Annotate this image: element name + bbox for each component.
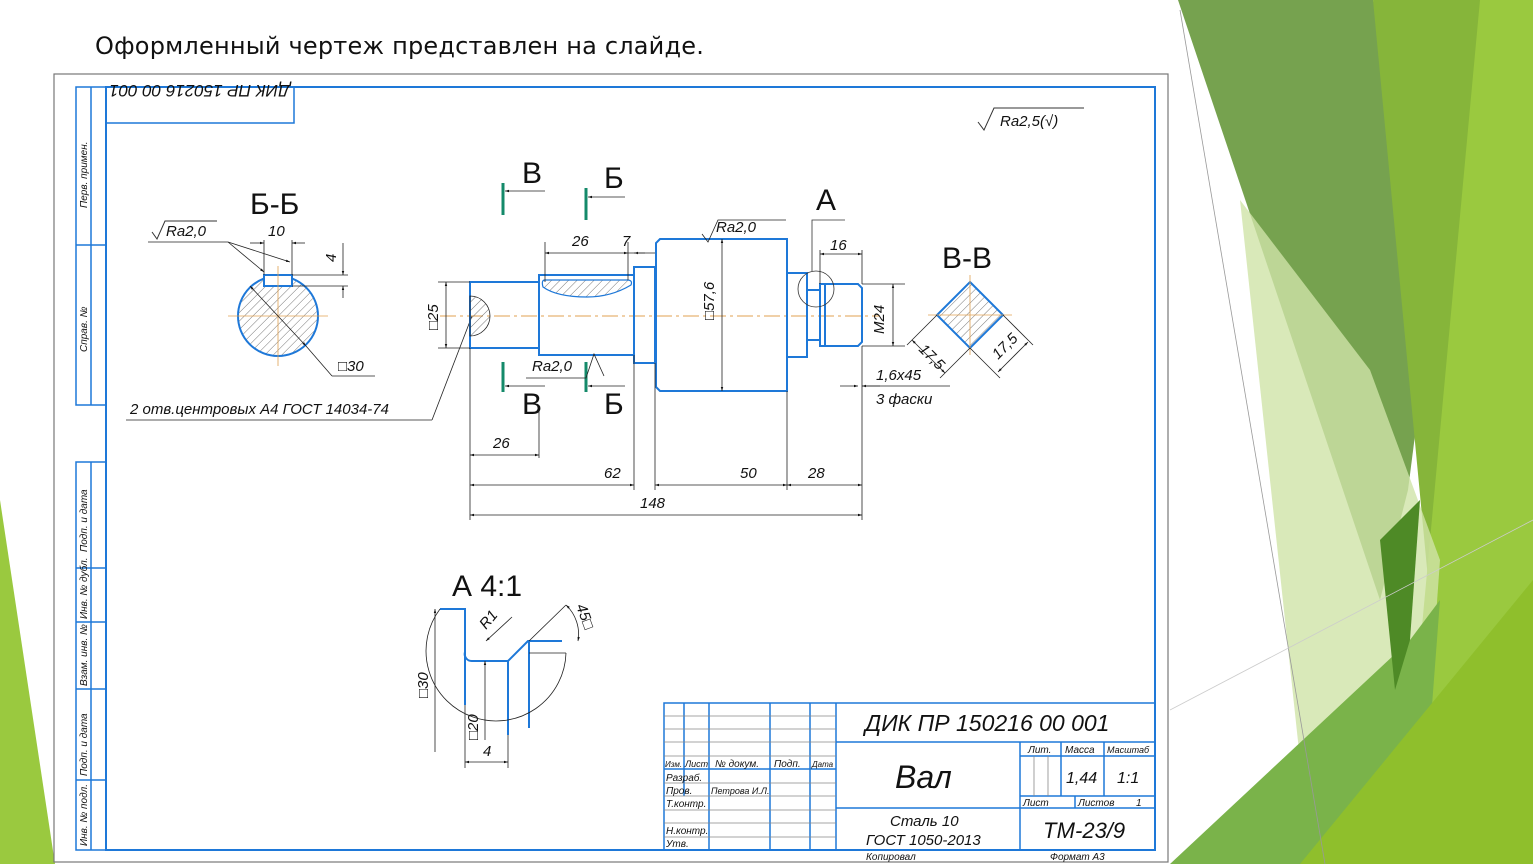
dim-keyway-length: 26 [571,233,589,250]
tb-designation: ДИК ПР 150216 00 001 [862,710,1109,736]
shaft-outline [469,238,863,392]
side-strip [75,86,107,851]
detail-a-dia-30: □30 [415,672,432,698]
tb-sheet-label: Лист [1022,798,1049,809]
tb-mass-label: Масса [1065,745,1095,756]
section-bb-title: Б-Б [250,188,299,221]
tb-sheets-label: Листов [1077,798,1114,809]
side-label-inv-podl: Инв. № подл. [79,784,90,846]
cut-label-v-bottom: В [522,388,542,421]
tb-col-list: Лист [684,759,709,769]
section-bb-dim-depth: 4 [323,254,340,262]
section-vv-title: В-В [942,242,992,275]
roughness-symbol-icon [977,107,1084,131]
section-vv-dims [906,314,1034,379]
tb-mass-value: 1,44 [1066,770,1097,787]
dim-len-50: 50 [740,465,757,482]
sheet-outer-frame [53,73,1169,863]
title-block-thin-lines [664,715,1049,838]
tb-col-doc: № докум. [715,759,759,770]
side-label-inv-dubl: Инв. № дубл. [78,558,90,620]
bg-shape-7 [1380,500,1420,690]
section-vv-axes [928,275,1012,355]
cut-label-v-top: В [522,157,542,190]
tb-row-prov: Пров. [666,786,692,797]
tb-org: ТМ-23/9 [1043,818,1125,843]
dim-chamfer: 1,6x45 [876,367,922,384]
detail-a-leader [811,219,845,271]
tb-sheets-value: 1 [1136,798,1142,809]
dim-len-62: 62 [604,465,621,482]
roughness-symbol-icon [151,220,217,241]
tb-material-2: ГОСТ 1050-2013 [866,832,981,849]
tb-copied-label: Копировал [866,852,916,863]
side-label-sprav-no: Справ. № [79,306,90,352]
dim-len-26: 26 [492,435,510,452]
roughness-general: Ra2,5(√) [1000,113,1058,130]
doc-code-rotated: ДИК ПР 150216 00 001 [109,81,292,100]
section-bb-dim-width: 10 [268,223,285,240]
dim-diameter-main: □57,6 [701,281,718,320]
dim-len-28: 28 [807,465,825,482]
tb-scale-label: Масштаб [1107,745,1150,755]
section-cut-arrows [505,189,625,388]
dim-thread-length: 16 [830,237,847,254]
roughness-bottom: Ra2,0 [532,358,573,375]
slide-title: Оформленный чертеж представлен на слайде… [95,32,705,60]
tb-col-podp: Подп. [774,759,801,770]
center-hole-leader [126,315,473,421]
tb-col-izm: Изм. [665,760,682,769]
side-label-perv-primen: Перв. примен. [79,142,90,208]
doc-code-box [105,86,295,124]
detail-a-title: А 4:1 [452,570,522,603]
bg-shape-left [0,500,55,864]
detail-a-label: А [816,184,836,217]
bg-line [1169,519,1533,711]
side-label-vzam-inv: Взам. инв. № [79,624,90,686]
tb-format-label: Формат А3 [1050,852,1105,863]
roughness-top: Ra2,0 [716,219,757,236]
tb-lit-label: Лит. [1027,745,1051,756]
section-bb-dim-diameter: □30 [338,358,364,375]
detail-a-marker [797,270,835,308]
side-label-podp-data-1: Подп. и дата [79,489,90,552]
center-hole [469,295,491,337]
tb-checker-name: Петрова И.Л. [711,786,769,796]
title-block-grid [663,702,1156,851]
side-label-podp-data-2: Подп. и дата [79,713,90,776]
detail-a-dims [425,604,580,768]
dim-groove: 7 [622,233,631,250]
dim-diameter-left: □25 [425,304,442,330]
bg-shape-6 [1300,580,1533,864]
detail-a-outline [440,608,562,735]
dim-chamfer-note: 3 фаски [876,391,933,408]
keyway-hatch [541,279,633,298]
dim-thread: M24 [871,305,888,334]
tb-col-data: Дата [811,760,834,769]
tb-row-utv: Утв. [665,839,689,850]
detail-a-width: 4 [483,743,491,760]
detail-a-dia-20: □20 [465,714,482,740]
section-bb-roughness: Ra2,0 [166,223,207,240]
center-holes-note: 2 отв.центровых А4 ГОСТ 14034-74 [129,401,389,418]
bg-line [1179,9,1326,864]
tb-row-razrab: Разраб. [666,772,702,784]
main-dimension-lines [438,219,950,520]
tb-row-tkontr: Т.контр. [666,799,706,810]
cut-label-b-top: Б [604,162,624,195]
cut-label-b-bottom: Б [604,388,624,421]
tb-name: Вал [895,759,952,795]
tb-row-nkontr: Н.контр. [666,826,708,837]
section-bb-dims [148,240,375,377]
tb-scale-value: 1:1 [1117,770,1139,787]
dim-len-total: 148 [640,495,666,512]
tb-material-1: Сталь 10 [890,813,959,830]
